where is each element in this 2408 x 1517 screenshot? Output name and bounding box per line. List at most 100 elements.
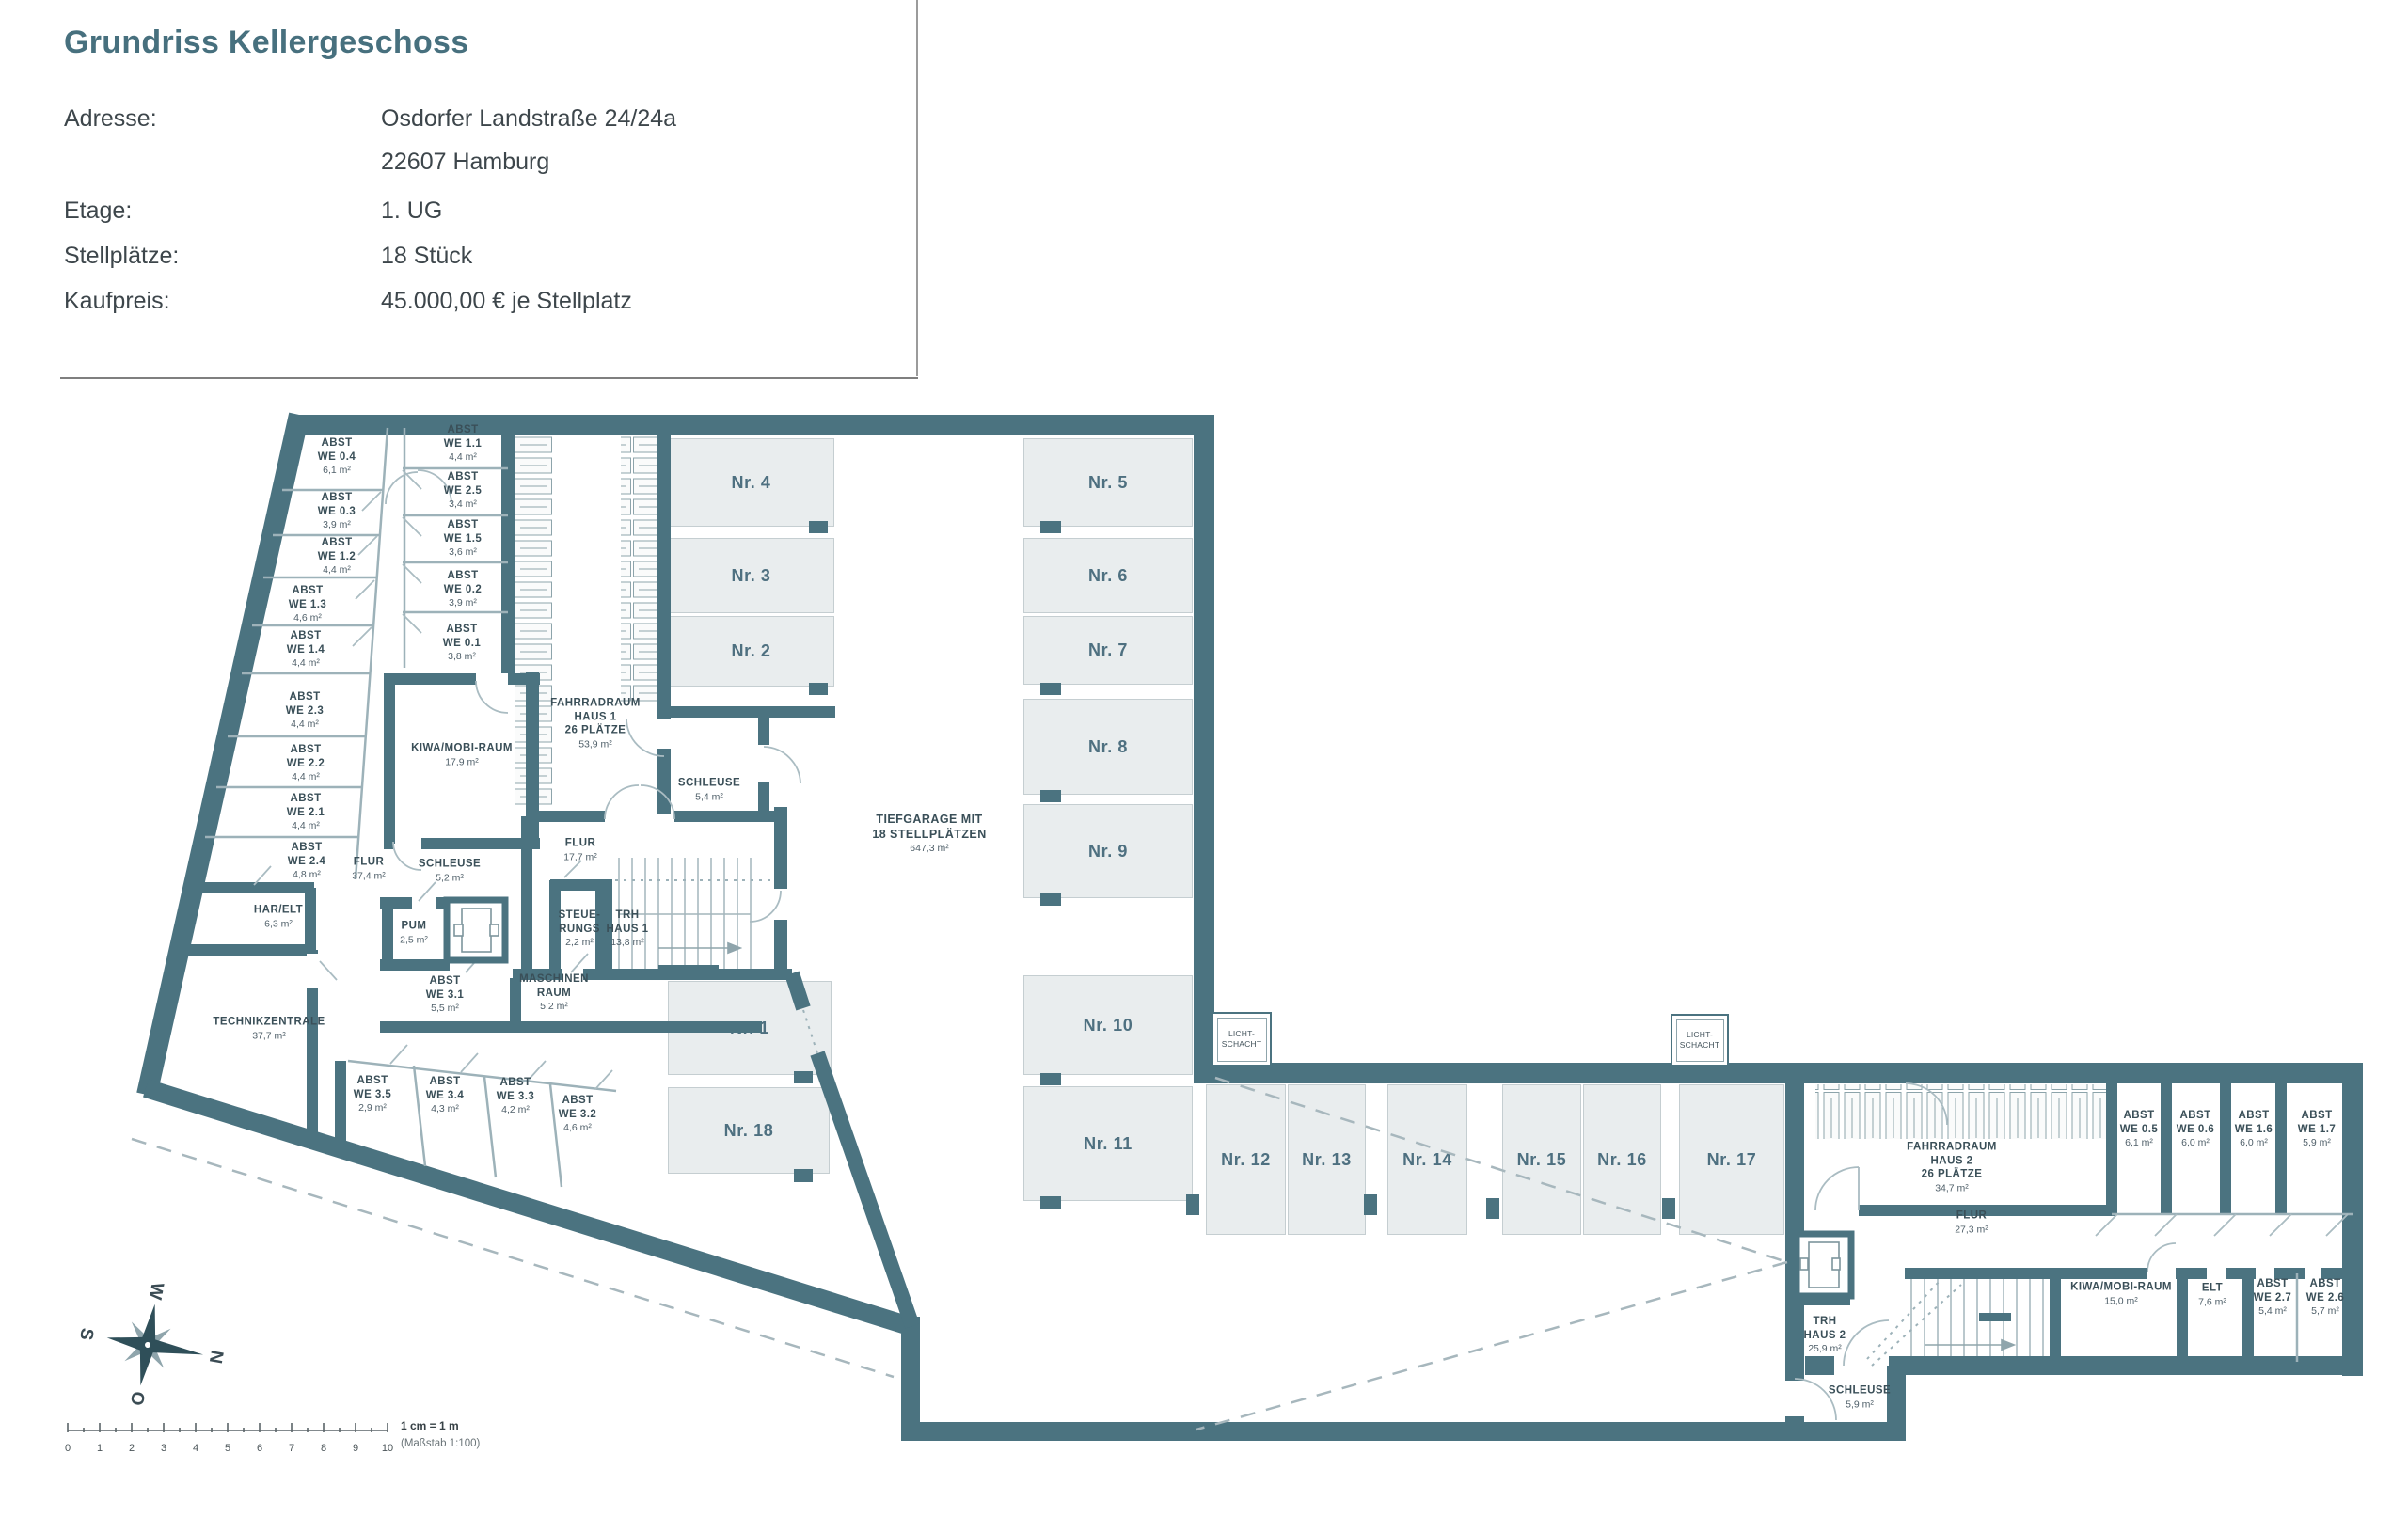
parking-stall: Nr. 11 bbox=[1023, 1086, 1193, 1201]
header-row-label: Kaufpreis: bbox=[64, 288, 170, 314]
scale-tick-label: 3 bbox=[161, 1443, 166, 1454]
scale-subnote: (Maßstab 1:100) bbox=[401, 1438, 481, 1449]
parking-stall: Nr. 10 bbox=[1023, 975, 1193, 1075]
compass-east-label: O bbox=[126, 1390, 148, 1407]
vertical-divider bbox=[916, 0, 918, 376]
scale-tick-label: 10 bbox=[382, 1443, 393, 1454]
bike-racks-haus1 bbox=[514, 427, 660, 807]
scale-tick-label: 5 bbox=[225, 1443, 230, 1454]
header-row-value: 18 Stück bbox=[381, 243, 473, 269]
bike-racks-haus2 bbox=[1815, 1084, 2109, 1139]
parking-stall: Nr. 6 bbox=[1023, 538, 1193, 613]
pillar bbox=[809, 683, 828, 695]
parking-stall: Nr. 8 bbox=[1023, 699, 1193, 795]
elevator-icon-haus1 bbox=[443, 896, 509, 964]
parking-stall: Nr. 15 bbox=[1502, 1084, 1581, 1235]
parking-stall: Nr. 7 bbox=[1023, 616, 1193, 685]
parking-stall: Nr. 5 bbox=[1023, 438, 1193, 527]
header-row-label: Etage: bbox=[64, 198, 133, 224]
scale-tick-label: 4 bbox=[193, 1443, 198, 1454]
compass-west-label: W bbox=[145, 1281, 167, 1301]
light-shaft: LICHT-SCHACHT bbox=[1671, 1014, 1729, 1067]
parking-stall: Nr. 3 bbox=[668, 538, 834, 613]
parking-stall: Nr. 17 bbox=[1679, 1084, 1784, 1235]
horizontal-divider bbox=[60, 377, 918, 379]
pillar bbox=[1040, 790, 1061, 802]
parking-stall: Nr. 9 bbox=[1023, 804, 1193, 898]
pillar bbox=[1040, 1196, 1061, 1209]
compass-north-label: N bbox=[205, 1349, 227, 1365]
header-row-label: Stellplätze: bbox=[64, 243, 180, 269]
parking-stall: Nr. 1 bbox=[668, 981, 832, 1075]
parking-stall: Nr. 16 bbox=[1583, 1084, 1661, 1235]
parking-stall: Nr. 14 bbox=[1387, 1084, 1467, 1235]
pillar bbox=[1040, 521, 1061, 533]
scale-tick-label: 2 bbox=[129, 1443, 135, 1454]
scale-note: 1 cm = 1 m bbox=[401, 1419, 459, 1432]
pillar bbox=[1364, 1194, 1377, 1215]
header-row-label: Adresse: bbox=[64, 105, 157, 132]
pillar bbox=[809, 521, 828, 533]
header-row-value: 22607 Hamburg bbox=[381, 149, 550, 175]
scale-tick-label: 8 bbox=[321, 1443, 326, 1454]
pillar bbox=[794, 1071, 813, 1083]
pillar bbox=[1662, 1198, 1675, 1219]
pillar bbox=[1040, 893, 1061, 906]
light-shaft: LICHT-SCHACHT bbox=[1212, 1012, 1272, 1067]
pillar bbox=[1040, 683, 1061, 695]
walls bbox=[136, 412, 2363, 1441]
compass-rose: N O S W bbox=[75, 1281, 227, 1407]
page-title: Grundriss Kellergeschoss bbox=[64, 24, 469, 60]
scale-tick-label: 9 bbox=[353, 1443, 358, 1454]
staircase-haus1 bbox=[618, 858, 752, 971]
parking-stall: Nr. 18 bbox=[668, 1087, 830, 1174]
scale-tick-label: 1 bbox=[97, 1443, 103, 1454]
pillar bbox=[1486, 1198, 1499, 1219]
parking-stall: Nr. 4 bbox=[668, 438, 834, 527]
header-row-value: 45.000,00 € je Stellplatz bbox=[381, 288, 632, 314]
scale-tick-label: 6 bbox=[257, 1443, 262, 1454]
staircase-haus2 bbox=[1910, 1279, 2044, 1362]
